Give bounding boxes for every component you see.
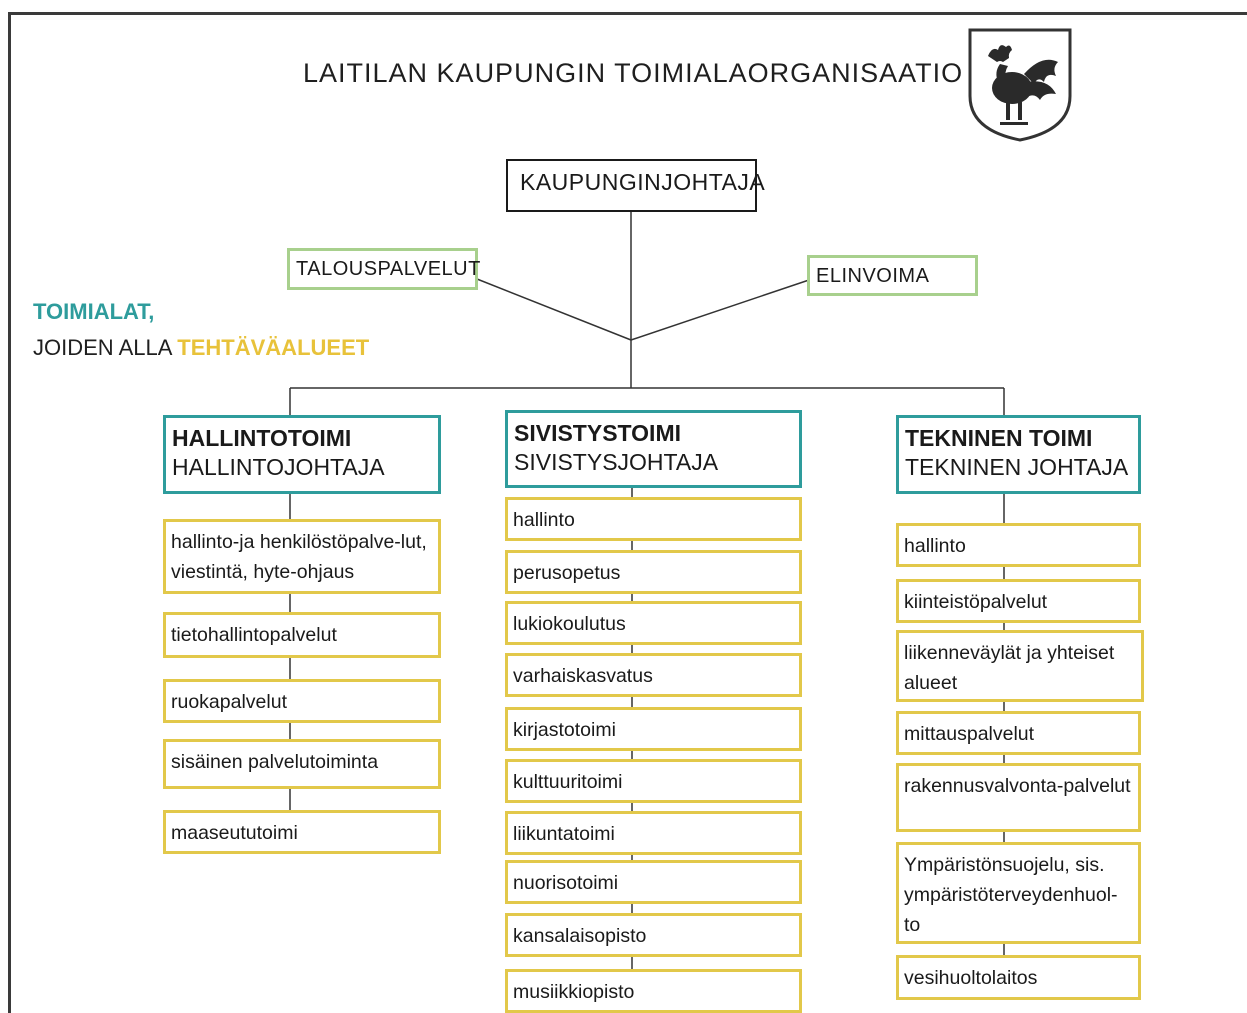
division-head: HALLINTOJOHTAJA [172, 454, 385, 480]
division-name: TEKNINEN TOIMI [905, 425, 1093, 451]
unit-box: hallinto [505, 497, 802, 541]
unit-box: liikuntatoimi [505, 811, 802, 855]
unit-box: Ympäristönsuojelu, sis. ympäristöterveyd… [896, 842, 1141, 944]
division-name: SIVISTYSTOIMI [514, 420, 681, 446]
division-hallintotoimi-box: HALLINTOTOIMI HALLINTOJOHTAJA [163, 415, 441, 494]
unit-box: kiinteistöpalvelut [896, 579, 1141, 623]
unit-box: kulttuuritoimi [505, 759, 802, 803]
frame-top-border [8, 12, 1247, 15]
legend-units-label: JOIDEN ALLA TEHTÄVÄALUEET [33, 335, 369, 361]
unit-box: tietohallintopalvelut [163, 612, 441, 658]
unit-box: musiikkiopisto [505, 969, 802, 1013]
unit-box: maaseututoimi [163, 810, 441, 854]
unit-box: hallinto-ja henkilöstöpalve-lut, viestin… [163, 519, 441, 594]
staff-elinvoima-box: ELINVOIMA [807, 255, 978, 296]
division-head: TEKNINEN JOHTAJA [905, 454, 1129, 480]
unit-box: lukiokoulutus [505, 601, 802, 645]
ceo-box: KAUPUNGINJOHTAJA [506, 159, 765, 212]
page-title: LAITILAN KAUPUNGIN TOIMIALAORGANISAATIO [303, 58, 964, 88]
unit-box: ruokapalvelut [163, 679, 441, 723]
unit-box: sisäinen palvelutoiminta [163, 739, 441, 789]
unit-box: perusopetus [505, 550, 802, 594]
legend-units-prefix: JOIDEN ALLA [33, 335, 178, 360]
unit-box: kirjastotoimi [505, 707, 802, 751]
legend-units-highlight: TEHTÄVÄALUEET [177, 335, 370, 360]
division-tekninen-box: TEKNINEN TOIMI TEKNINEN JOHTAJA [896, 415, 1141, 494]
division-sivistystoimi-box: SIVISTYSTOIMI SIVISTYSJOHTAJA [505, 410, 802, 488]
unit-box: nuorisotoimi [505, 860, 802, 904]
division-name: HALLINTOTOIMI [172, 425, 352, 451]
unit-box: rakennusvalvonta-palvelut [896, 763, 1141, 832]
rooster-coat-of-arms-icon [968, 28, 1072, 142]
unit-box: liikenneväylät ja yhteiset alueet [896, 630, 1144, 702]
legend-divisions-label: TOIMIALAT, [33, 299, 155, 324]
unit-box: hallinto [896, 523, 1141, 567]
unit-box: kansalaisopisto [505, 913, 802, 957]
staff-talouspalvelut-box: TALOUSPALVELUT [287, 248, 480, 290]
frame-left-border [8, 12, 11, 1013]
division-head: SIVISTYSJOHTAJA [514, 449, 719, 475]
unit-box: mittauspalvelut [896, 711, 1141, 755]
unit-box: vesihuoltolaitos [896, 955, 1141, 1000]
unit-box: varhaiskasvatus [505, 653, 802, 697]
